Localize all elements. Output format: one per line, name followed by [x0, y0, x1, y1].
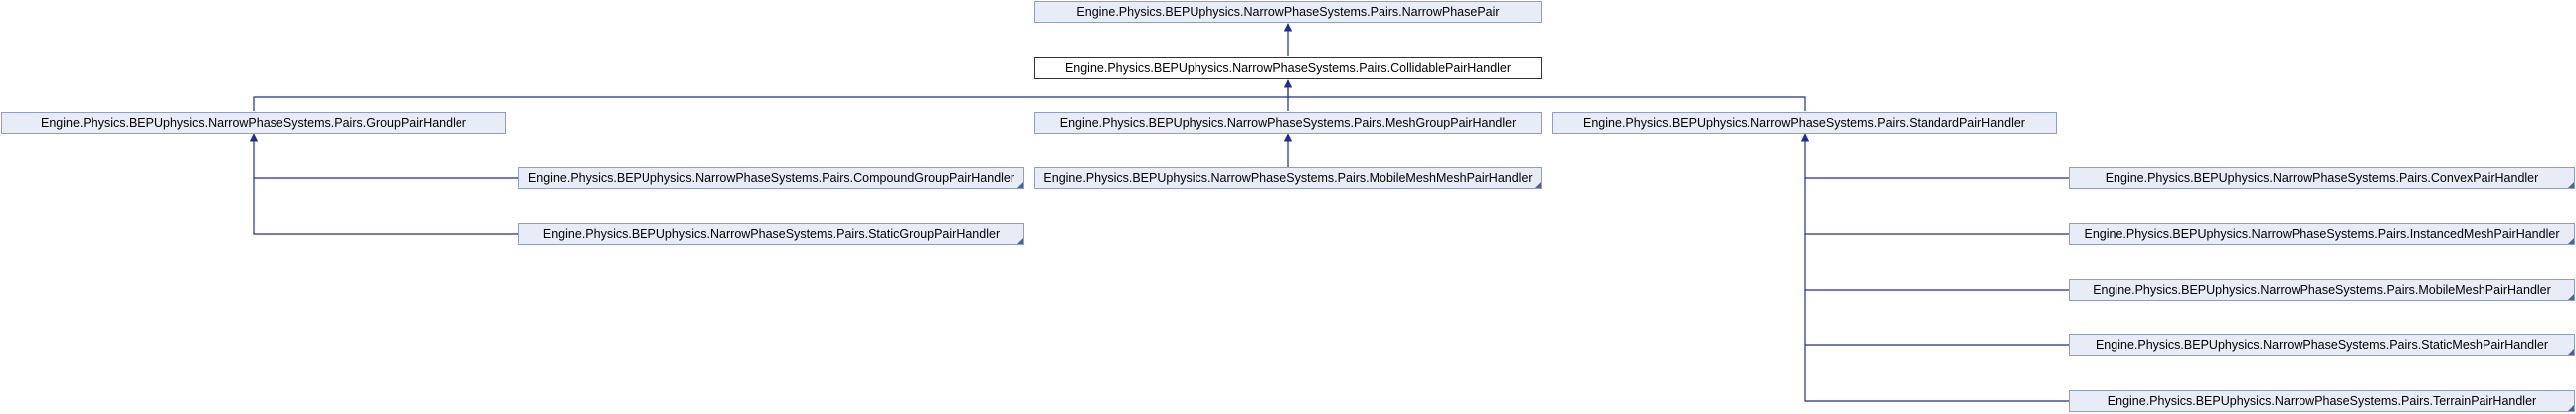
expand-corner-icon — [2568, 405, 2574, 411]
node-label: Engine.Physics.BEPUphysics.NarrowPhaseSy… — [2107, 394, 2537, 408]
node-collidable-pair-handler: Engine.Physics.BEPUphysics.NarrowPhaseSy… — [1034, 57, 1542, 79]
node-label: Engine.Physics.BEPUphysics.NarrowPhaseSy… — [41, 116, 466, 130]
node-label: Engine.Physics.BEPUphysics.NarrowPhaseSy… — [2093, 283, 2551, 297]
edge-convex-to-standard — [1800, 133, 2069, 179]
node-group-pair-handler[interactable]: Engine.Physics.BEPUphysics.NarrowPhaseSy… — [1, 112, 506, 134]
edge-instanced-to-standard — [1804, 178, 2069, 235]
node-label: Engine.Physics.BEPUphysics.NarrowPhaseSy… — [2105, 171, 2539, 185]
expand-corner-icon — [1017, 238, 1023, 244]
node-mobile-mesh-pair-handler[interactable]: Engine.Physics.BEPUphysics.NarrowPhaseSy… — [2069, 279, 2575, 301]
node-label: Engine.Physics.BEPUphysics.NarrowPhaseSy… — [527, 171, 1015, 185]
node-compound-group-pair-handler[interactable]: Engine.Physics.BEPUphysics.NarrowPhaseSy… — [518, 167, 1024, 189]
edge-mobilemesh-to-standard — [1804, 234, 2069, 291]
node-label: Engine.Physics.BEPUphysics.NarrowPhaseSy… — [2095, 338, 2549, 352]
node-label: Engine.Physics.BEPUphysics.NarrowPhaseSy… — [2084, 227, 2560, 241]
edge-terrain-to-standard — [1804, 345, 2069, 402]
expand-corner-icon — [2568, 238, 2574, 244]
edge-staticgroup-to-group — [253, 178, 518, 235]
node-label: Engine.Physics.BEPUphysics.NarrowPhaseSy… — [1583, 116, 2025, 130]
node-static-group-pair-handler[interactable]: Engine.Physics.BEPUphysics.NarrowPhaseSy… — [518, 223, 1024, 245]
expand-corner-icon — [1535, 182, 1541, 188]
node-label: Engine.Physics.BEPUphysics.NarrowPhaseSy… — [1043, 171, 1533, 185]
node-convex-pair-handler[interactable]: Engine.Physics.BEPUphysics.NarrowPhaseSy… — [2069, 167, 2575, 189]
edge-group-to-collidable — [253, 79, 1293, 111]
edge-standard-to-collidable — [1288, 96, 1806, 111]
node-instanced-mesh-pair-handler[interactable]: Engine.Physics.BEPUphysics.NarrowPhaseSy… — [2069, 223, 2575, 245]
node-label: Engine.Physics.BEPUphysics.NarrowPhaseSy… — [542, 227, 1001, 241]
expand-corner-icon — [2568, 349, 2574, 355]
node-label: Engine.Physics.BEPUphysics.NarrowPhaseSy… — [1076, 5, 1500, 19]
node-label: Engine.Physics.BEPUphysics.NarrowPhaseSy… — [1059, 116, 1517, 130]
node-label: Engine.Physics.BEPUphysics.NarrowPhaseSy… — [1064, 61, 1512, 75]
node-terrain-pair-handler[interactable]: Engine.Physics.BEPUphysics.NarrowPhaseSy… — [2069, 390, 2575, 412]
node-mobile-mesh-mesh-pair-handler[interactable]: Engine.Physics.BEPUphysics.NarrowPhaseSy… — [1034, 167, 1542, 189]
expand-corner-icon — [2568, 182, 2574, 188]
node-standard-pair-handler[interactable]: Engine.Physics.BEPUphysics.NarrowPhaseSy… — [1552, 112, 2057, 134]
edge-compound-to-group — [249, 133, 518, 179]
node-narrow-phase-pair[interactable]: Engine.Physics.BEPUphysics.NarrowPhaseSy… — [1034, 1, 1542, 23]
expand-corner-icon — [2568, 294, 2574, 300]
edge-staticmesh-to-standard — [1804, 290, 2069, 346]
expand-corner-icon — [1017, 182, 1023, 188]
node-static-mesh-pair-handler[interactable]: Engine.Physics.BEPUphysics.NarrowPhaseSy… — [2069, 334, 2575, 356]
node-mesh-group-pair-handler[interactable]: Engine.Physics.BEPUphysics.NarrowPhaseSy… — [1034, 112, 1542, 134]
